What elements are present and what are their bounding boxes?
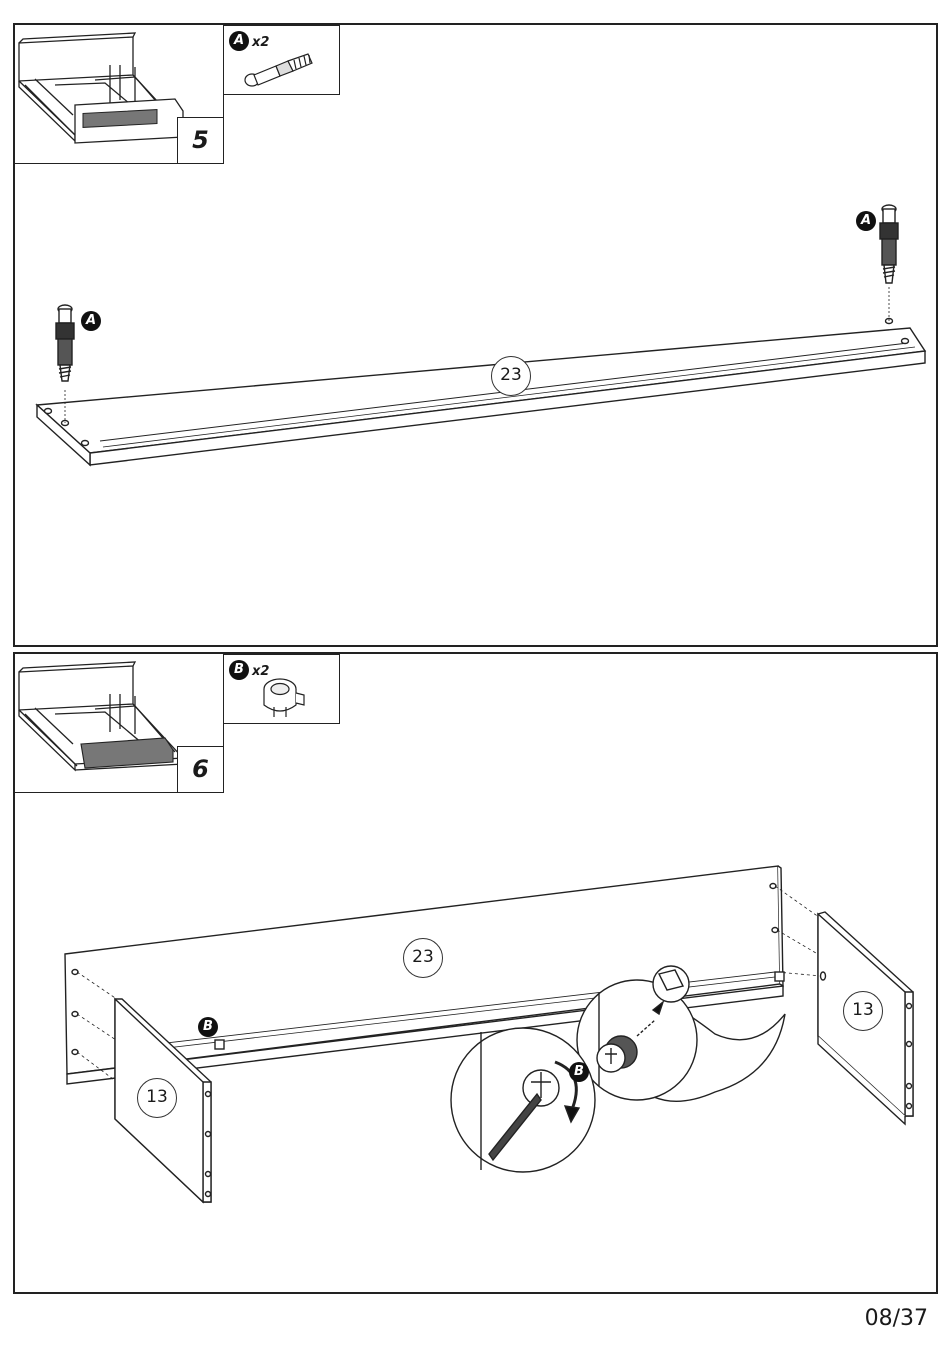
cam-bolt-left — [56, 305, 74, 381]
part-number-23: 23 — [491, 356, 531, 396]
step-6-panel: 6 B x2 — [13, 652, 938, 1294]
part-number-23-back-panel: 23 — [403, 938, 443, 978]
step-5-panel: 5 A x2 — [13, 23, 938, 647]
callout-a-left: A — [81, 311, 101, 331]
step-5-assembly-drawing — [15, 25, 936, 645]
cam-bolt-right — [880, 205, 898, 283]
step-6-assembly-drawing — [15, 654, 936, 1292]
part-number-13-left-side: 13 — [137, 1078, 177, 1118]
part-number-13-right-side: 13 — [843, 991, 883, 1031]
callout-a-right: A — [856, 211, 876, 231]
callout-b-cam: B — [198, 1017, 218, 1037]
page-number: 08/37 — [865, 1306, 928, 1331]
callout-b-detail: B — [569, 1062, 589, 1082]
